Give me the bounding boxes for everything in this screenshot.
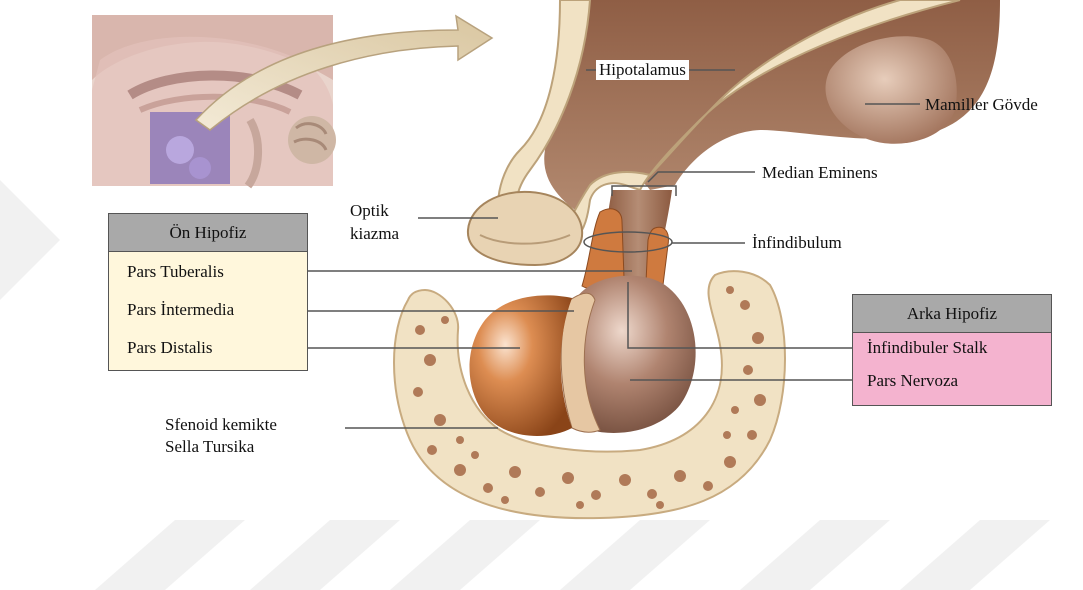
infundibulum-label: İnfindibulum [752,233,842,253]
anterior-pituitary-title: Ön Hipofiz [109,214,307,252]
optic-chiasm-label-line2: kiazma [350,224,399,244]
posterior-pituitary-panel: Arka Hipofiz İnfindibuler Stalk Pars Ner… [852,294,1052,406]
pars-tuberalis-label: Pars Tuberalis [127,262,224,282]
optic-chiasm [468,192,582,265]
pars-intermedia-label: Pars İntermedia [127,300,234,320]
optic-chiasm-label-line1: Optik [350,201,389,221]
posterior-pituitary-title: Arka Hipofiz [853,295,1051,333]
brain-inset-image [92,15,336,186]
pars-nervosa-label: Pars Nervoza [867,371,958,391]
sella-label-line2: Sella Tursika [165,437,254,457]
sella-label-line1: Sfenoid kemikte [165,415,277,435]
infundibular-stalk-label: İnfindibuler Stalk [867,338,987,358]
pars-distalis-label: Pars Distalis [127,338,212,358]
mammillary-body-label: Mamiller Gövde [925,95,1038,115]
anterior-pituitary-panel: Ön Hipofiz Pars Tuberalis Pars İntermedi… [108,213,308,371]
median-eminence-label: Median Eminens [762,163,878,183]
anterior-lobe [470,295,572,436]
hypothalamus-label: Hipotalamus [596,60,689,80]
